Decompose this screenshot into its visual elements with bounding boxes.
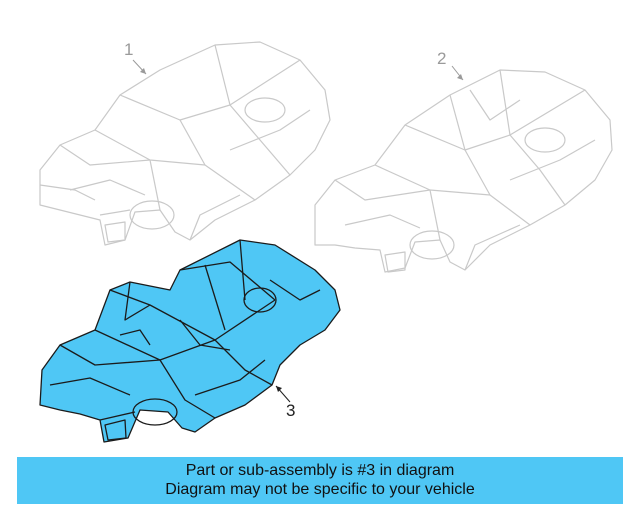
banner-line-part-number: Part or sub-assembly is #3 in diagram — [185, 462, 455, 479]
arrowhead-2 — [457, 74, 463, 80]
callout-number-3: 3 — [286, 401, 296, 420]
callout-number-2: 2 — [437, 49, 447, 68]
parts-diagram — [39, 41, 613, 443]
banner-line-disclaimer: Diagram may not be specific to your vehi… — [165, 481, 475, 498]
arrowhead-3 — [276, 386, 282, 392]
leader-lines — [132, 59, 464, 403]
body-shell-3-highlighted — [39, 239, 341, 443]
info-banner: Part or sub-assembly is #3 in diagram Di… — [17, 457, 623, 504]
callout-number-1: 1 — [124, 40, 134, 59]
arrowhead-1 — [140, 68, 146, 74]
body-shell-2 — [314, 69, 613, 273]
body-shell-1 — [39, 41, 331, 246]
